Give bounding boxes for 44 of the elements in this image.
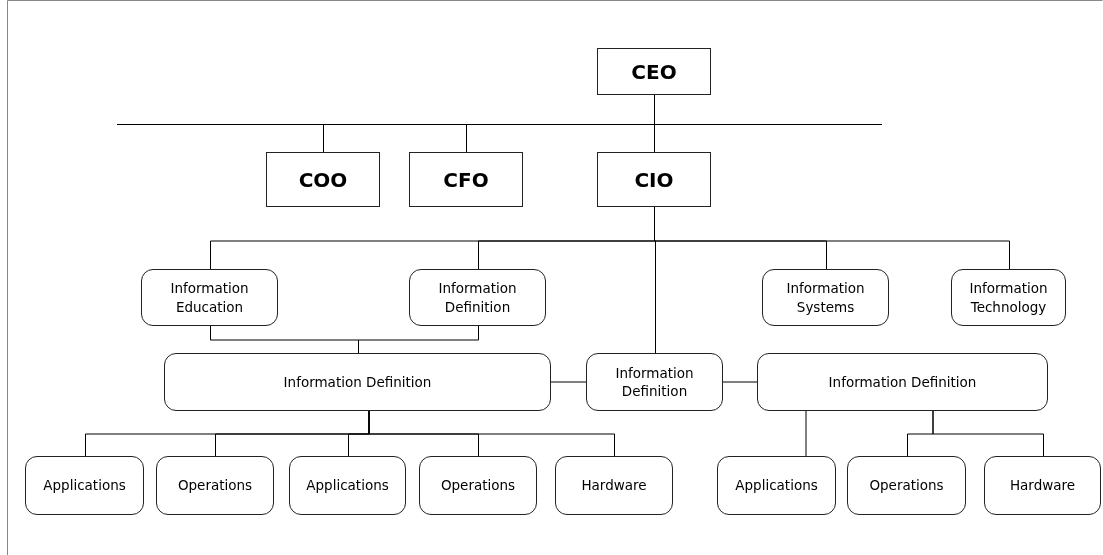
role-label: Hardware [581,476,647,495]
role-label: Information Definition [828,372,977,392]
connector-line [368,410,615,457]
rounded-org-box [586,353,723,411]
org-box [409,152,523,207]
rounded-org-box [419,456,537,515]
rounded-org-box [847,456,966,515]
rounded-org-box [555,456,673,515]
role-label: Applications [735,476,818,495]
role-label: Information Systems [785,279,866,316]
role-label: COO [298,167,348,192]
rounded-org-box [141,269,278,326]
rounded-org-box [762,269,889,326]
rounded-org-box [409,269,546,326]
role-label: CEO [631,59,677,84]
connector-line [722,381,758,383]
rounded-org-box [156,456,274,515]
role-label: Information Definition [283,372,432,392]
rounded-org-box [289,456,406,515]
org-box [266,152,380,207]
connector-line [805,410,807,457]
rounded-org-box [757,353,1048,411]
role-label: Hardware [1009,476,1076,495]
rounded-org-box [951,269,1066,326]
role-label: Operations [440,476,516,495]
org-box [597,152,711,207]
role-label: Information Definition [437,279,518,316]
role-label: CIO [634,167,674,192]
role-label: Information Technology [968,279,1049,316]
role-label: CFO [443,167,489,192]
role-label: Operations [177,476,253,495]
rounded-org-box [984,456,1101,515]
role-label: Applications [306,476,389,495]
rounded-org-box [25,456,144,515]
role-label: Information Definition [614,363,695,401]
role-label: Information Education [169,279,250,316]
connector-line [550,381,587,383]
connector-line [654,94,655,153]
connector-line [932,410,1044,457]
rounded-org-box [164,353,551,411]
rounded-org-box [717,456,836,515]
org-box [597,48,711,95]
role-label: Applications [43,476,126,495]
role-label: Operations [869,476,944,495]
